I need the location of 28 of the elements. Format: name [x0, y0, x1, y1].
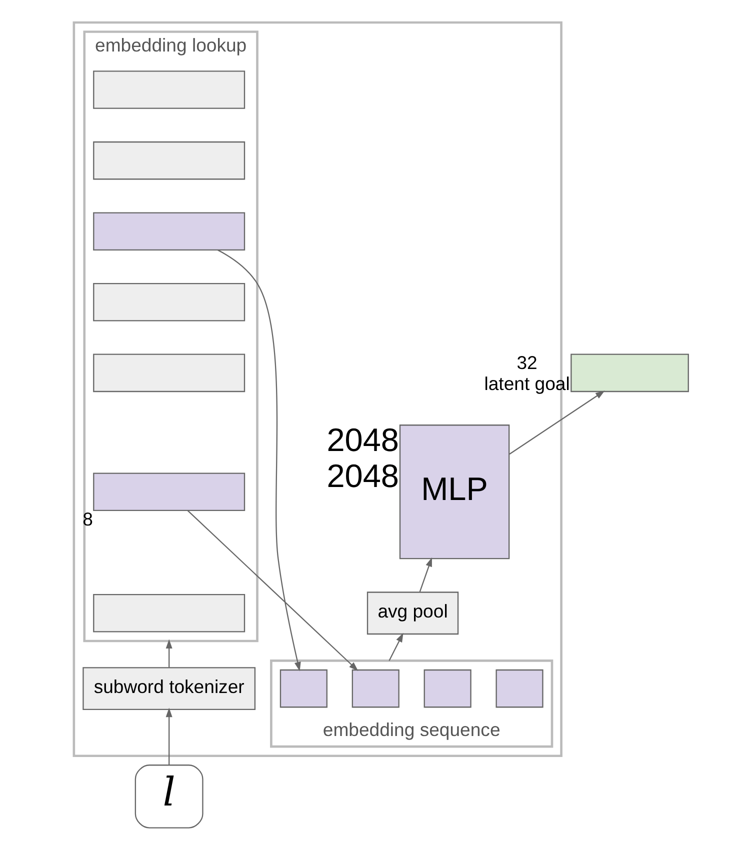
node-box: [570, 354, 688, 392]
node-box: [92, 472, 245, 511]
arrow: [388, 632, 403, 661]
arrow: [186, 510, 358, 671]
node-box: [423, 669, 471, 708]
node-label: 2048: [326, 458, 398, 494]
arrow: [508, 390, 604, 455]
node-box: l: [134, 764, 203, 828]
node-label: 32: [516, 352, 537, 374]
node-box: [92, 283, 245, 322]
arrow: [217, 250, 300, 672]
node-box: [92, 212, 245, 250]
node-box: subword tokenizer: [82, 667, 256, 710]
node-box: [92, 354, 245, 392]
arrow: [165, 639, 172, 668]
node-box: [92, 70, 245, 109]
arrow: [418, 557, 432, 592]
node-box: [92, 141, 245, 180]
node-box: [495, 669, 543, 708]
node-box: [92, 594, 245, 632]
node-box: [351, 669, 399, 708]
node-box: avg pool: [366, 592, 458, 635]
arrow: [165, 708, 172, 765]
node-label: 2048: [326, 422, 398, 458]
node-box: MLP: [398, 424, 510, 560]
node-label: 8: [82, 508, 93, 530]
node-label: latent goal: [484, 373, 570, 394]
node-box: [279, 669, 327, 708]
